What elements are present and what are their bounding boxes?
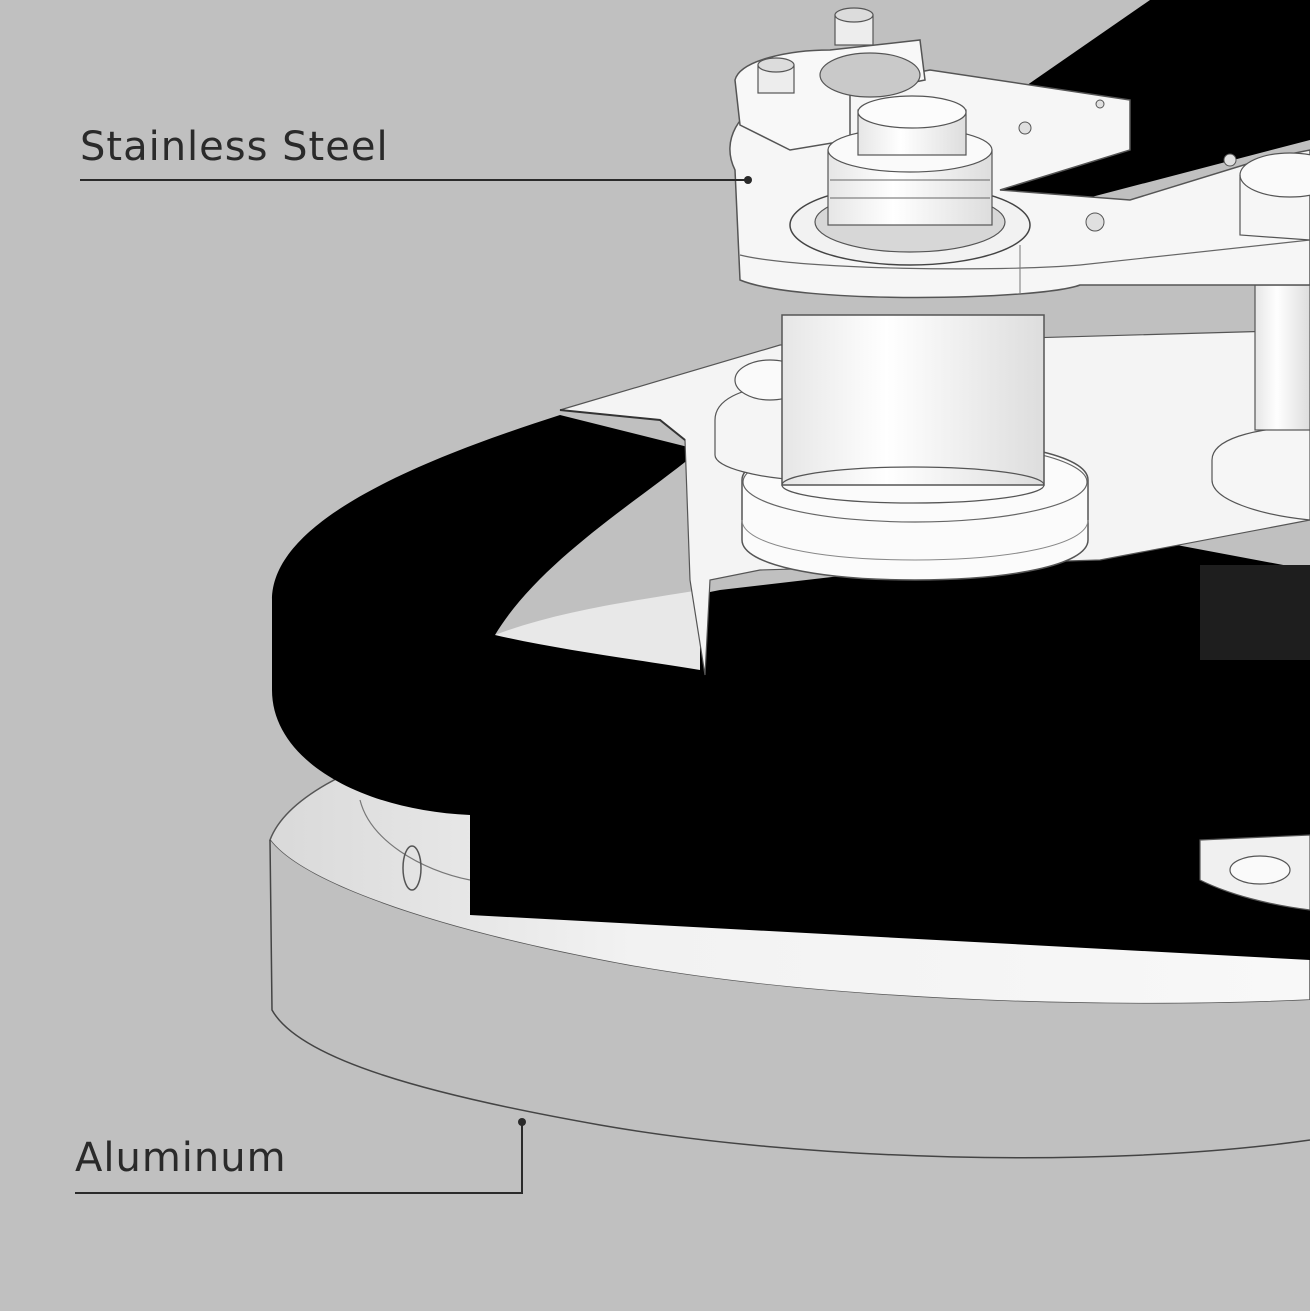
stainless-steel-label: Stainless Steel (80, 124, 389, 170)
spindle-bearing (789, 95, 1031, 266)
timing-belt (272, 415, 1310, 960)
main-cylinder (781, 314, 1045, 504)
idler-flange-right (1211, 284, 1310, 521)
leader-steel (80, 176, 752, 184)
leader-aluminum (75, 1118, 526, 1194)
aluminum-label: Aluminum (75, 1135, 287, 1181)
lower-pulley (1199, 834, 1310, 911)
bolt-heads (757, 7, 1237, 232)
top-arm-plate (729, 0, 1310, 299)
